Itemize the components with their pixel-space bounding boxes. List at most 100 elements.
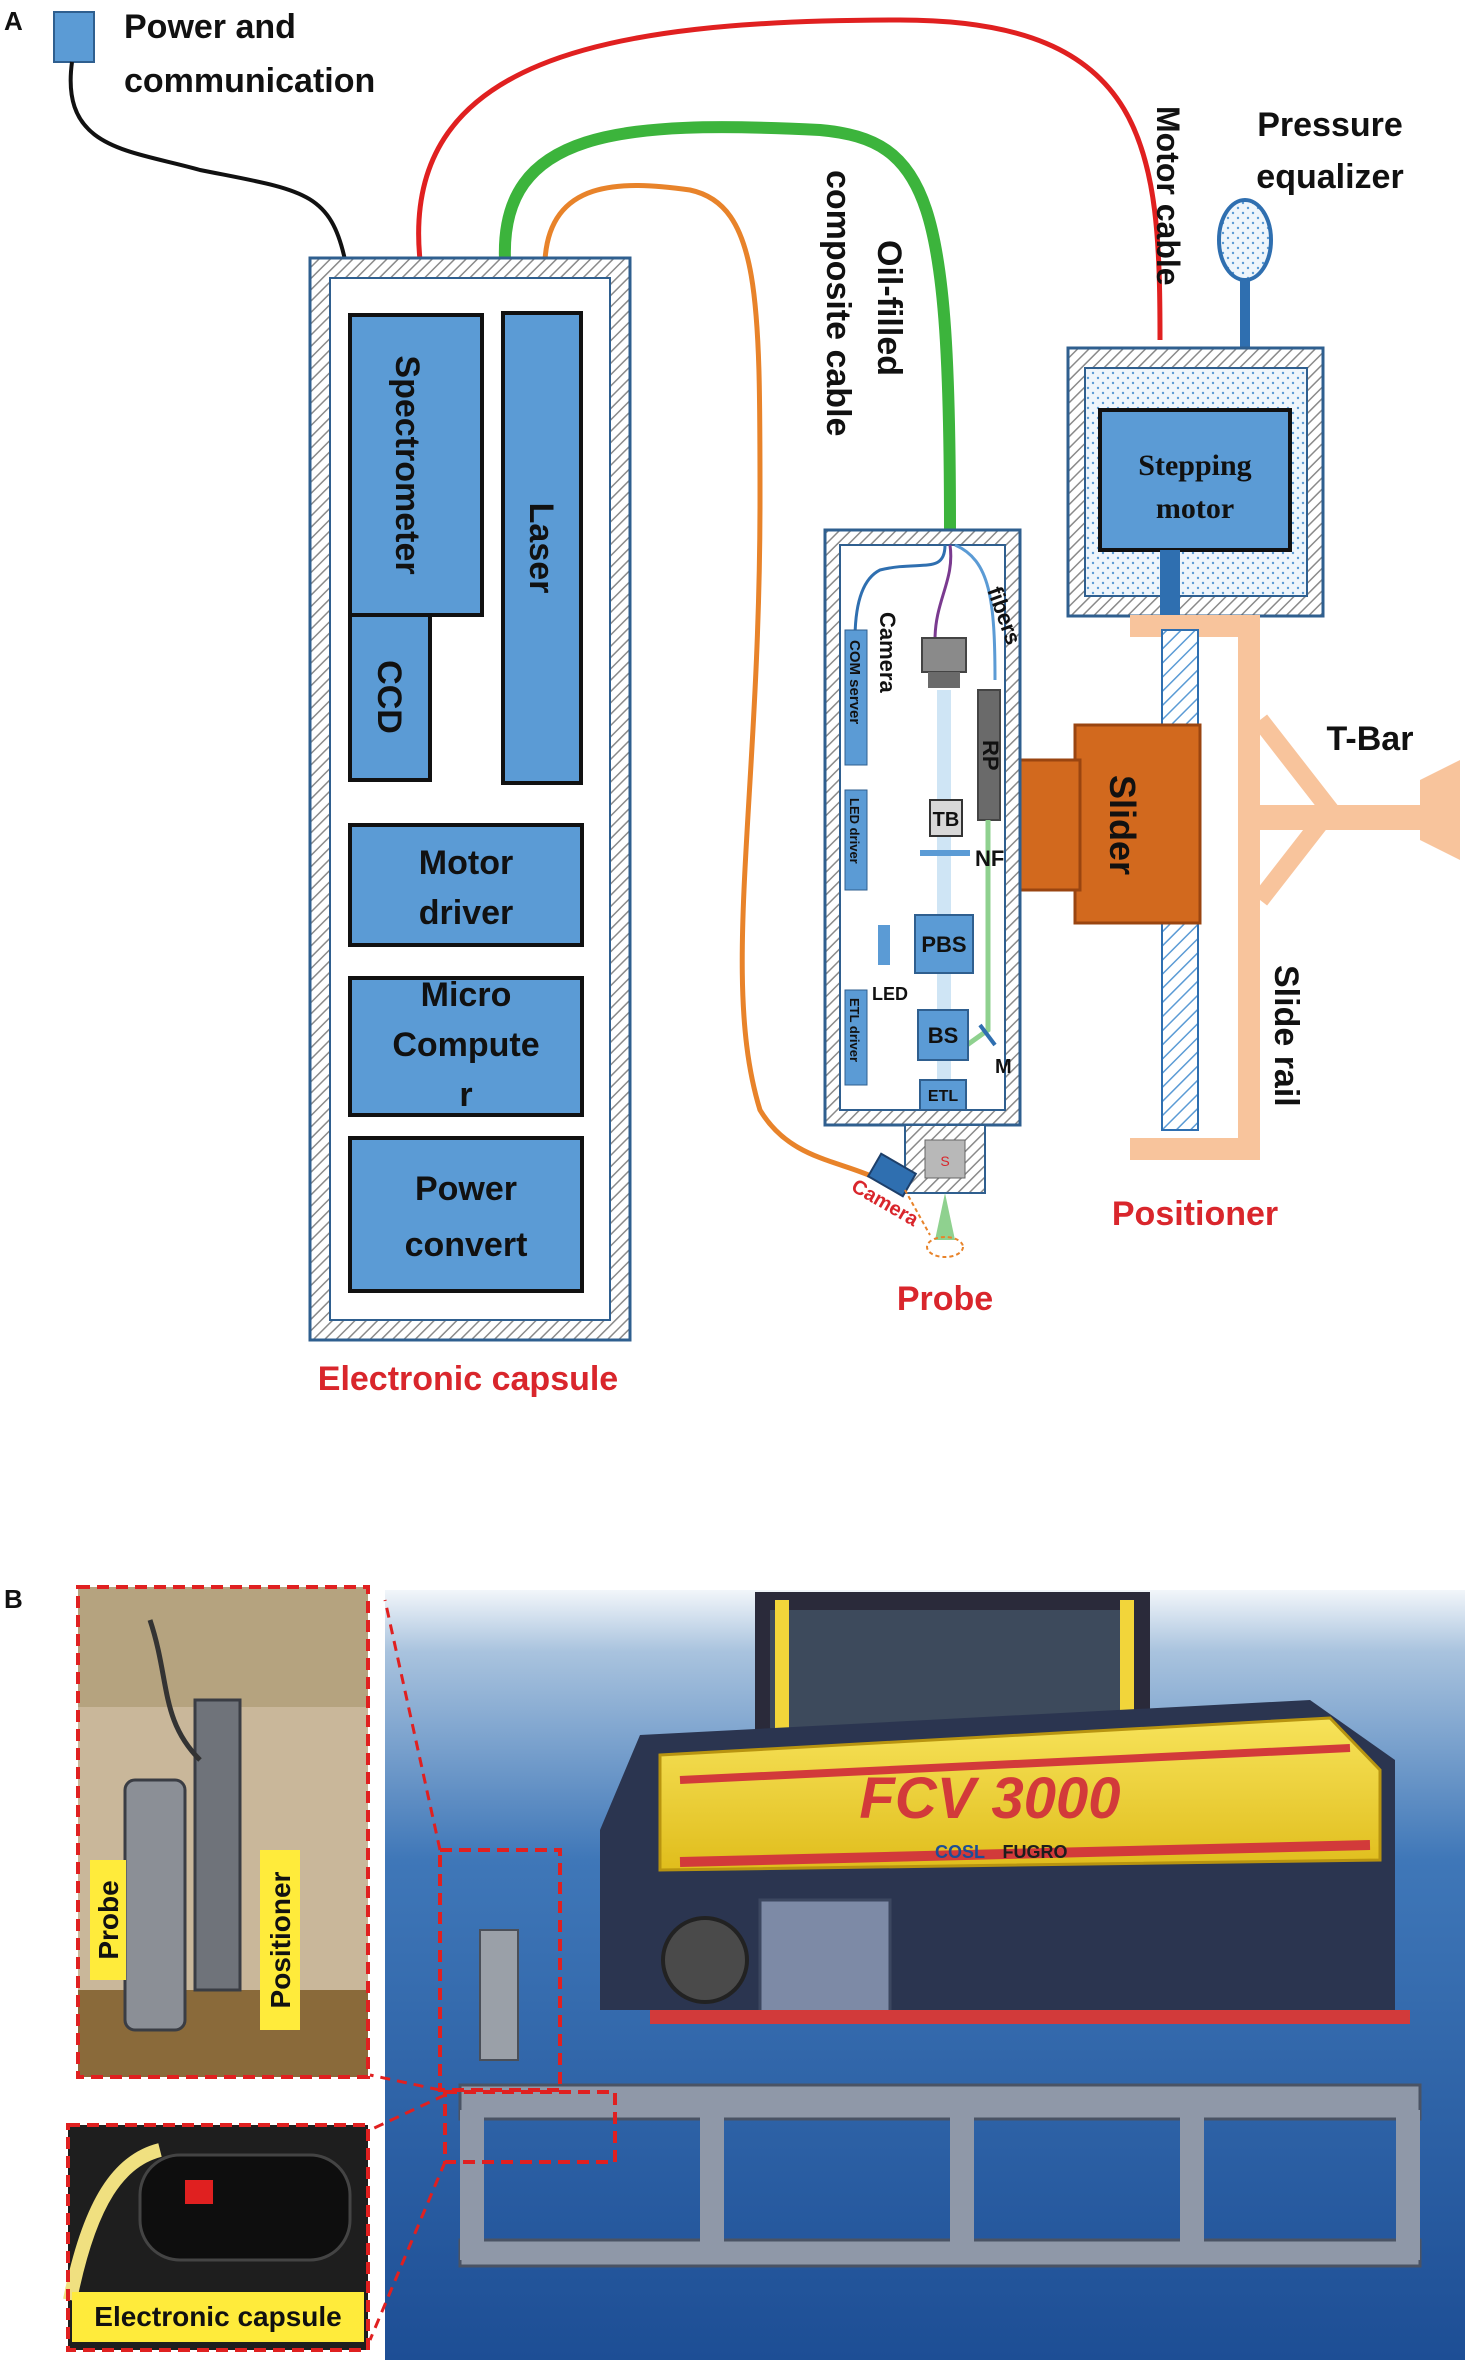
rov-thruster	[661, 1916, 749, 2004]
micro-computer-label-line1: Micro	[421, 976, 512, 1014]
motor-driver-label-line1: Motor	[419, 844, 513, 882]
rov-skid-bottom	[458, 2238, 1422, 2268]
motor-cable-label: Motor cable	[1150, 106, 1186, 286]
inset-positioner-label: Positioner	[265, 1871, 296, 2008]
bs-label: BS	[928, 1023, 959, 1048]
ccd-block	[348, 613, 432, 782]
green-return-path	[958, 820, 991, 1053]
motor-driver-label-line2: driver	[419, 894, 514, 932]
probe-callout-line-bottom	[369, 2073, 441, 2092]
vehicle-name: FCV 3000	[859, 1766, 1120, 1831]
inset-cable	[147, 1619, 202, 1762]
pressure-label-line1: Pressure	[1257, 106, 1403, 144]
probe-callout-line-top	[383, 1599, 442, 1851]
electronic-capsule-caption: Electronic capsule	[318, 1360, 618, 1398]
laser-focus	[935, 1193, 955, 1240]
rov-top-post-left	[775, 1600, 789, 1750]
etl-driver-block	[844, 989, 868, 1086]
probe-camera-lens	[928, 672, 960, 688]
rov-skid-post-2	[700, 2110, 724, 2260]
spectrometer-block	[348, 313, 484, 617]
power-cable	[68, 61, 347, 261]
slide-rail-bar	[1238, 615, 1260, 1160]
rov-skid-post-5	[1396, 2110, 1420, 2260]
focus-spot	[926, 1236, 964, 1258]
motor-cable-line	[416, 17, 1163, 341]
stepping-motor-label-line1: Stepping	[1138, 449, 1251, 482]
inset-probe-tag	[90, 1860, 126, 1980]
inset-positioner-body	[193, 1698, 242, 1992]
power-label-line2: communication	[124, 62, 375, 100]
panel-b-letter: B	[4, 1584, 23, 1614]
pbs-label: PBS	[921, 932, 966, 957]
bs-block	[917, 1009, 969, 1061]
slider-arm	[1013, 758, 1082, 892]
power-convert-label-line1: Power	[415, 1170, 517, 1208]
slider-block	[1073, 723, 1202, 925]
inset-positioner-tag	[260, 1850, 300, 2030]
inset-photo-floor	[78, 1990, 368, 2077]
nf-filter	[920, 850, 970, 856]
inset-photo-top	[78, 1587, 368, 1707]
mirror-element	[978, 1023, 997, 1047]
etl-label: ETL	[928, 1088, 958, 1105]
inset-probe-label: Probe	[93, 1880, 124, 1959]
rov-skid-post-4	[1180, 2110, 1204, 2260]
inset-capsule-tag	[72, 2292, 364, 2342]
micro-computer-label-line3: r	[459, 1076, 472, 1114]
power-convert-label-line2: convert	[405, 1226, 528, 1264]
laser-label: Laser	[522, 503, 560, 594]
probe-tip-housing	[904, 1124, 986, 1194]
optical-path	[937, 690, 951, 1110]
fiber-line-3	[954, 543, 997, 681]
power-label-line1: Power and	[124, 8, 296, 46]
spectrometer-label: Spectrometer	[388, 355, 426, 574]
m-label: M	[995, 1056, 1012, 1078]
probe-callout-box	[438, 1848, 562, 2092]
rov-skid-post-1	[460, 2110, 484, 2260]
rail-top-beam	[1130, 615, 1240, 637]
external-camera-icon	[866, 1152, 918, 1198]
etl-driver-label: ETL driver	[847, 998, 862, 1062]
etl-block	[919, 1079, 967, 1111]
led-element	[878, 925, 890, 965]
tb-label: TB	[933, 809, 960, 831]
laser-block	[501, 311, 583, 785]
power-connector-icon	[53, 11, 95, 63]
motor-driver-block	[348, 823, 584, 947]
rov-red-stripe-bottom	[679, 1840, 1371, 1867]
probe-camera-body	[921, 637, 967, 673]
rov-skid-top	[458, 2083, 1422, 2121]
led-driver-label: LED driver	[847, 798, 862, 864]
inset-probe-body	[123, 1778, 187, 2032]
pressure-equalizer-bulb	[1217, 198, 1273, 282]
cable-label-line2: composite cable	[819, 170, 857, 436]
rov-radiator	[758, 1898, 892, 2017]
inset-capsule-frame	[66, 2123, 370, 2352]
micro-computer-block	[348, 976, 584, 1117]
capsule-callout-box	[443, 2090, 617, 2164]
inset-capsule-yellow-hose	[63, 2143, 162, 2302]
fiber-line-2	[933, 544, 953, 641]
stepping-motor-label-line2: motor	[1156, 492, 1234, 525]
led-label: LED	[872, 984, 908, 1004]
tb-block	[929, 799, 963, 837]
pressure-label-line2: equalizer	[1256, 158, 1403, 196]
panel-a-letter: A	[4, 6, 23, 36]
t-bar-label: T-Bar	[1327, 720, 1414, 758]
rov-skid-post-3	[950, 2110, 974, 2260]
inset-capsule-label: Electronic capsule	[94, 2301, 341, 2332]
probe-camera-inner-label: Camera	[875, 612, 900, 693]
positioner-caption: Positioner	[1112, 1195, 1278, 1233]
ccd-label: CCD	[370, 660, 408, 734]
power-convert-block	[348, 1136, 584, 1293]
camera-view-line	[904, 1189, 931, 1236]
com-server-block	[844, 629, 868, 766]
probe-caption: Probe	[897, 1280, 993, 1318]
inset-capsule-body	[138, 2153, 352, 2262]
com-server-label: COM server	[846, 640, 863, 724]
inset-capsule-connector	[185, 2180, 213, 2204]
composite-cable-line	[498, 121, 956, 531]
